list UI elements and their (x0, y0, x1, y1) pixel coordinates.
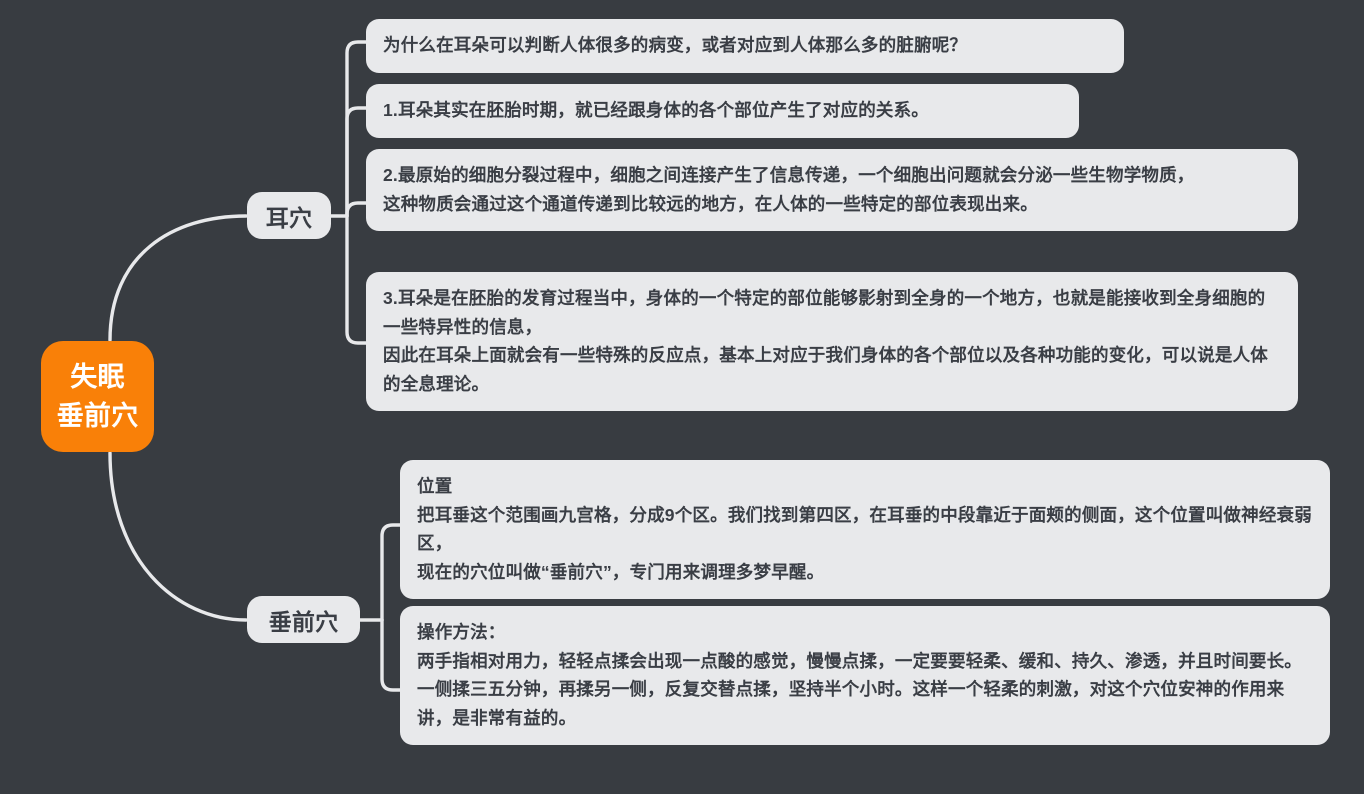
connector-root-to-point (108, 451, 248, 622)
leaf-node-ear-point-1[interactable]: 1.耳朵其实在胚胎时期，就已经跟身体的各个部位产生了对应的关系。 (366, 84, 1079, 138)
leaf-node-ear-point-2[interactable]: 2.最原始的细胞分裂过程中，细胞之间连接产生了信息传递，一个细胞出问题就会分泌一… (366, 149, 1298, 232)
branch-node-chuiqian-acupoint[interactable]: 垂前穴 (247, 596, 360, 643)
connector-ear-stub-q1 (345, 40, 368, 218)
connector-ear-stub-e3 (345, 214, 368, 345)
root-node-line-1: 失眠 (70, 362, 125, 393)
leaf-node-location-text: 位置 把耳垂这个范围画九宫格，分成9个区。我们找到第四区，在耳垂的中段靠近于面颊… (417, 476, 1312, 582)
connector-point-stub-p2 (380, 618, 402, 692)
branch-node-ear-acupoint-label: 耳穴 (265, 204, 313, 231)
leaf-node-question-text: 为什么在耳朵可以判断人体很多的病变，或者对应到人体那么多的脏腑呢？ (383, 35, 968, 55)
leaf-node-ear-point-1-text: 1.耳朵其实在胚胎时期，就已经跟身体的各个部位产生了对应的关系。 (383, 100, 929, 120)
leaf-node-operation-method[interactable]: 操作方法： 两手指相对用力，轻轻点揉会出现一点酸的感觉，慢慢点揉，一定要要轻柔、… (400, 606, 1330, 746)
leaf-node-ear-point-2-text: 2.最原始的细胞分裂过程中，细胞之间连接产生了信息传递，一个细胞出问题就会分泌一… (383, 165, 1195, 214)
leaf-node-ear-point-3-text: 3.耳朵是在胚胎的发育过程当中，身体的一个特定的部位能够影射到全身的一个地方，也… (383, 288, 1268, 394)
root-node-line-2: 垂前穴 (56, 400, 139, 431)
branch-node-ear-acupoint[interactable]: 耳穴 (247, 192, 331, 239)
connector-point-stub-p1 (380, 523, 402, 622)
connector-ear-stub-e1 (345, 106, 368, 218)
leaf-node-ear-point-3[interactable]: 3.耳朵是在胚胎的发育过程当中，身体的一个特定的部位能够影射到全身的一个地方，也… (366, 272, 1298, 412)
branch-node-chuiqian-acupoint-label: 垂前穴 (268, 608, 339, 635)
leaf-node-question[interactable]: 为什么在耳朵可以判断人体很多的病变，或者对应到人体那么多的脏腑呢？ (366, 19, 1124, 73)
connector-ear-stub-e2 (345, 201, 368, 218)
leaf-node-operation-method-text: 操作方法： 两手指相对用力，轻轻点揉会出现一点酸的感觉，慢慢点揉，一定要要轻柔、… (417, 622, 1302, 728)
connector-root-to-ear (108, 214, 248, 342)
root-node[interactable]: 失眠 垂前穴 (41, 341, 154, 452)
leaf-node-location[interactable]: 位置 把耳垂这个范围画九宫格，分成9个区。我们找到第四区，在耳垂的中段靠近于面颊… (400, 460, 1330, 600)
